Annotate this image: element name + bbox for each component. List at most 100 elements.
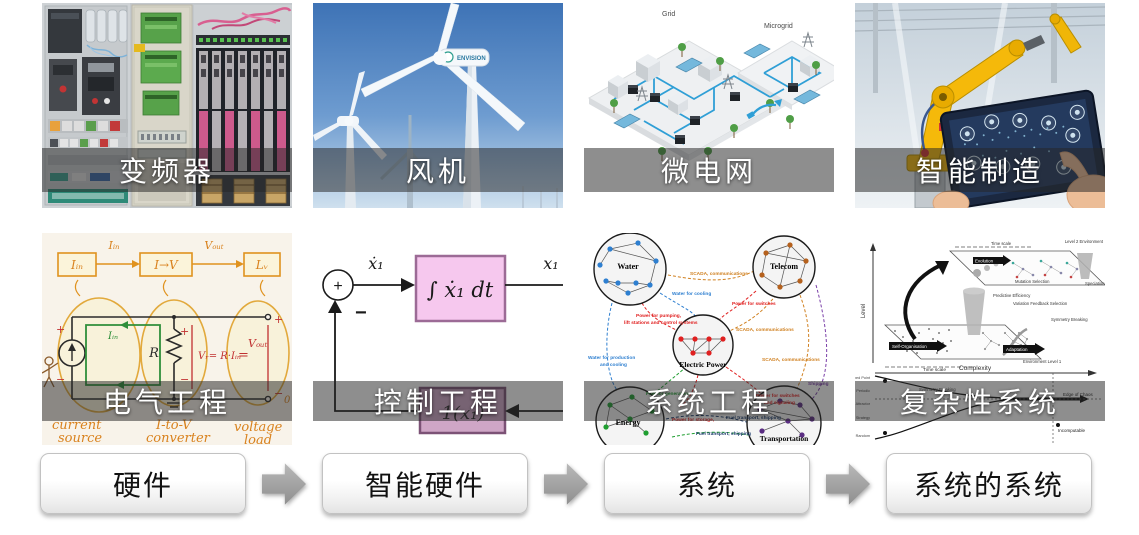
caption-systems: 系统工程: [584, 381, 834, 421]
resistor-minus: −: [180, 373, 189, 386]
buildings: [608, 54, 820, 115]
xdot-label: ẋ₁: [368, 254, 383, 273]
env2-label: Level 2 Environment: [1065, 239, 1104, 244]
i2v-box-label: I→V: [153, 258, 179, 272]
image-complex-systems: Level: [855, 233, 1105, 445]
timescale-lower: Time scale: [885, 366, 975, 373]
caption-control: 控制工程: [313, 381, 563, 421]
level-axis-label: Level: [861, 304, 867, 318]
level-axis: Level: [861, 243, 876, 363]
image-wind-turbines: ENVISION 风机: [313, 3, 563, 208]
svg-text:Fuel transport, shipping: Fuel transport, shipping: [696, 431, 751, 437]
svg-text:and cooling: and cooling: [600, 362, 627, 368]
iin-box-label: Iᵢₙ: [70, 258, 83, 272]
image-systems-engineering: Water Telecom: [584, 233, 834, 445]
iin-arrow-label: Iᵢₙ: [107, 239, 119, 252]
current-source-symbol: [58, 339, 86, 367]
vr-equation: Vᵣ= R·Iᵢₙ: [198, 351, 241, 362]
equals-sign: =: [238, 348, 249, 363]
image-electrical-engineering: Iᵢₙ I→V Lᵥ Iᵢₙ Vₒᵤₜ: [42, 233, 292, 445]
adaptation-arrow: Adaptation: [1003, 343, 1045, 355]
speciation-label: Speciation: [1085, 281, 1105, 286]
svg-text:converter: converter: [146, 431, 211, 445]
evolution-label: Evolution: [975, 259, 994, 264]
caption-inverter: 变频器: [42, 148, 292, 192]
right-arrow-icon: [826, 462, 870, 506]
flow-step-label: 系统: [676, 469, 737, 501]
flow-step-system-of-systems: 系统的系统: [886, 453, 1092, 514]
integrator-block: [414, 254, 507, 323]
flow-step-smart-hardware: 智能硬件: [322, 453, 528, 514]
svg-text:Environment Level 1: Environment Level 1: [1023, 359, 1062, 364]
svg-text:Fixed Point: Fixed Point: [855, 376, 871, 380]
resistor-label: R: [148, 346, 159, 361]
svg-text:Symmetry Breaking: Symmetry Breaking: [1051, 317, 1088, 322]
caption-smart-manufacturing: 智能制造: [855, 148, 1105, 192]
integrator-label: ∫ ẋ₁ dt: [427, 278, 494, 302]
component-labels: current source I-to-V converter voltage …: [52, 418, 283, 445]
sum-plus-sign: +: [333, 278, 342, 295]
right-arrow-icon: [262, 462, 306, 506]
svg-text:Water for production: Water for production: [588, 355, 635, 361]
svg-text:I-to-V: I-to-V: [155, 418, 193, 433]
load-plus: +: [274, 313, 283, 326]
sum-minus-sign: −: [355, 302, 367, 324]
svg-text:SCADA, communications: SCADA, communications: [690, 271, 748, 277]
svg-text:lift stations and control syst: lift stations and control systems: [624, 320, 698, 326]
svg-text:Variation Feedback Selection: Variation Feedback Selection: [1013, 301, 1068, 306]
selforg-arrow: Self-Organisation: [889, 340, 947, 352]
svg-text:Power for pumping,: Power for pumping,: [636, 313, 682, 319]
energy-label: Energy: [616, 418, 641, 427]
source-plus: +: [56, 323, 65, 336]
caption-complexity: 复杂性系统: [855, 381, 1105, 421]
vout-label: Vₒᵤₜ: [248, 337, 268, 350]
lv-box-label: Lᵥ: [255, 258, 268, 272]
svg-text:Random: Random: [856, 434, 870, 438]
adaptation-label: Adaptation: [1006, 347, 1028, 352]
envision-brand-label: ENVISION: [457, 56, 486, 62]
svg-text:source: source: [58, 431, 102, 445]
image-microgrid: Grid Microgrid: [584, 3, 834, 208]
vout-arrow-label: Vₒᵤₜ: [204, 239, 224, 252]
caption-electrical: 电气工程: [42, 381, 292, 421]
robot-arm-small: [1049, 13, 1082, 54]
complexity-axis: Complexity: [875, 365, 1097, 376]
svg-text:SCADA, communications: SCADA, communications: [736, 327, 794, 333]
transformer-boxes: [628, 83, 798, 144]
flow-step-system: 系统: [604, 453, 810, 514]
svg-text:voltage: voltage: [234, 420, 283, 435]
loop-current-label: Iᵢₙ: [107, 331, 118, 342]
electric-power-network: Electric Power: [672, 314, 734, 376]
svg-text:current: current: [52, 418, 102, 433]
telecom-network: Telecom: [752, 235, 816, 299]
upper-plane-content: Evolution Time scale Level 2 Environment…: [955, 239, 1105, 286]
mutation-label: Mutation Selection: [1015, 279, 1050, 284]
timescale-top-label: Time scale: [991, 241, 1012, 246]
grid-label: Grid: [662, 11, 675, 18]
plug-connector: [746, 99, 782, 120]
microgrid-label: Microgrid: [764, 23, 793, 30]
transmission-towers: [636, 31, 814, 102]
svg-text:SCADA, communications: SCADA, communications: [762, 357, 820, 363]
selforg-label: Self-Organisation: [892, 344, 927, 349]
caption-wind: 风机: [313, 148, 563, 192]
complexity-axis-label: Complexity: [959, 365, 992, 372]
transportation-label: Transportation: [760, 434, 809, 443]
svg-text:load: load: [244, 433, 272, 445]
flow-step-hardware: 硬件: [40, 453, 246, 514]
water-network: Water: [593, 233, 667, 306]
svg-text:Water for cooling: Water for cooling: [672, 291, 711, 297]
image-smart-manufacturing: 智能制造: [855, 3, 1105, 208]
level-jump-arrow: [903, 263, 942, 341]
caption-microgrid: 微电网: [584, 148, 834, 192]
signal-flow-diagram: Iᵢₙ I→V Lᵥ Iᵢₙ Vₒᵤₜ: [57, 239, 281, 297]
flow-step-label: 系统的系统: [913, 469, 1064, 501]
telecom-label: Telecom: [770, 262, 798, 271]
image-control-engineering: + − ẋ₁ ∫ ẋ₁ dt x₁ 1(x₁) 控制工程: [313, 233, 563, 445]
resistor-plus: +: [180, 325, 189, 338]
source-minus: −: [56, 373, 65, 386]
svg-text:Predictive Efficiency: Predictive Efficiency: [993, 293, 1031, 298]
svg-text:Power for switches: Power for switches: [732, 301, 776, 307]
incomputable-label: Incomputable: [1058, 428, 1086, 433]
